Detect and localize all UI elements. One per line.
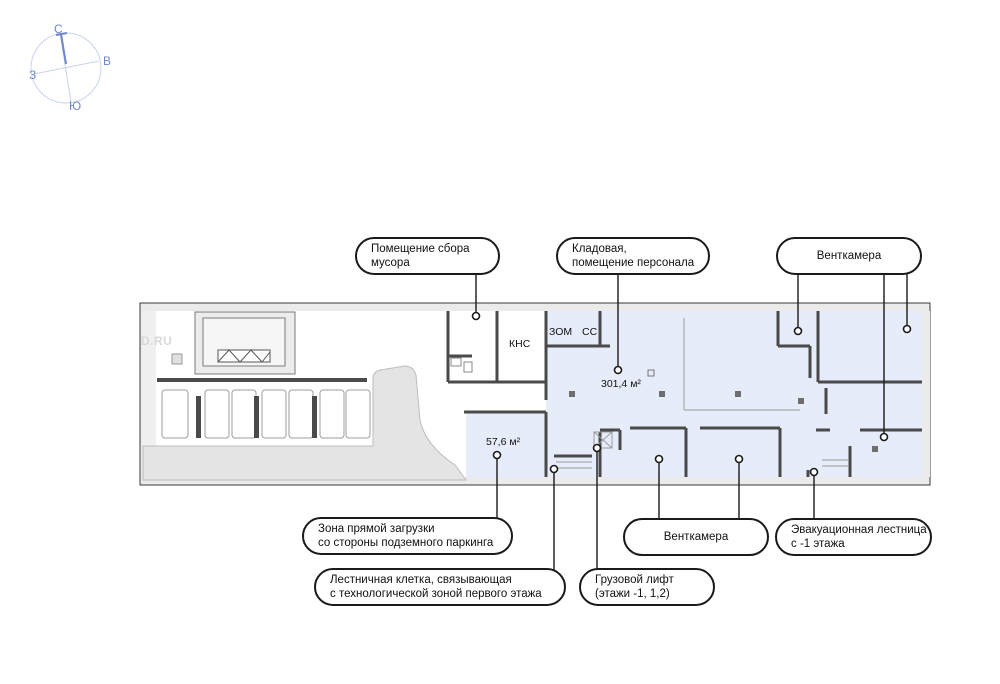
callout-storage-line2: помещение персонала bbox=[572, 257, 695, 269]
compass-east: В bbox=[103, 54, 112, 68]
callout-evac-line1: Эвакуационная лестница bbox=[791, 524, 927, 536]
callout-evac-stairs: Эвакуационная лестница с -1 этажа bbox=[775, 518, 932, 556]
highlighted-zone bbox=[466, 311, 922, 477]
parking-driveway bbox=[142, 365, 467, 481]
plan-details bbox=[556, 318, 848, 469]
callout-storage-line1: Кладовая, bbox=[572, 243, 627, 255]
compass-west: З bbox=[29, 68, 37, 82]
columns bbox=[569, 391, 878, 452]
area-label-loading: 57,6 м² bbox=[486, 436, 521, 448]
callout-garbage-room: Помещение сбора мусора bbox=[355, 237, 500, 275]
callout-loading-zone: Зона прямой загрузки со стороны подземно… bbox=[302, 517, 513, 555]
room-label-kns: КНС bbox=[509, 338, 531, 350]
compass-south: Ю bbox=[69, 99, 82, 113]
callout-freight-lift: Грузовой лифт (этажи -1, 1,2) bbox=[579, 568, 715, 606]
watermark-text: D.RU bbox=[141, 334, 173, 348]
service-rooms bbox=[446, 311, 548, 414]
leader-lines bbox=[475, 273, 908, 570]
parking-wall bbox=[157, 378, 367, 382]
callout-loading-line2: со стороны подземного паркинга bbox=[318, 537, 494, 549]
callout-evac-line2: с -1 этажа bbox=[791, 538, 845, 550]
callout-stair-line1: Лестничная клетка, связывающая bbox=[330, 574, 512, 586]
callout-garbage-line2: мусора bbox=[371, 257, 410, 269]
callout-stairwell: Лестничная клетка, связывающая с техноло… bbox=[314, 568, 566, 606]
callout-vent-top-line1: Венткамера bbox=[816, 250, 882, 262]
parking-spots bbox=[161, 389, 371, 439]
leader-dots bbox=[471, 311, 912, 477]
room-label-ss: СС bbox=[582, 326, 598, 338]
compass-icon bbox=[30, 32, 102, 104]
compass-north: С bbox=[54, 22, 63, 36]
callout-vent-bottom-line1: Венткамера bbox=[663, 531, 729, 543]
callout-stair-line2: с технологической зоной первого этажа bbox=[330, 588, 542, 600]
interior-walls bbox=[544, 311, 922, 477]
callout-storage: Кладовая, помещение персонала bbox=[556, 237, 710, 275]
callout-garbage-line1: Помещение сбора bbox=[371, 243, 470, 255]
room-label-zom: ЗОМ bbox=[549, 326, 573, 338]
callout-lift-line2: (этажи -1, 1,2) bbox=[595, 588, 670, 600]
callout-vent-bottom: Венткамера bbox=[623, 518, 769, 556]
callout-vent-top: Венткамера bbox=[776, 237, 922, 275]
parking-columns bbox=[196, 396, 317, 438]
callout-loading-line1: Зона прямой загрузки bbox=[318, 523, 435, 535]
callout-lift-line1: Грузовой лифт bbox=[595, 574, 674, 586]
area-label-main: 301,4 м² bbox=[601, 378, 641, 390]
